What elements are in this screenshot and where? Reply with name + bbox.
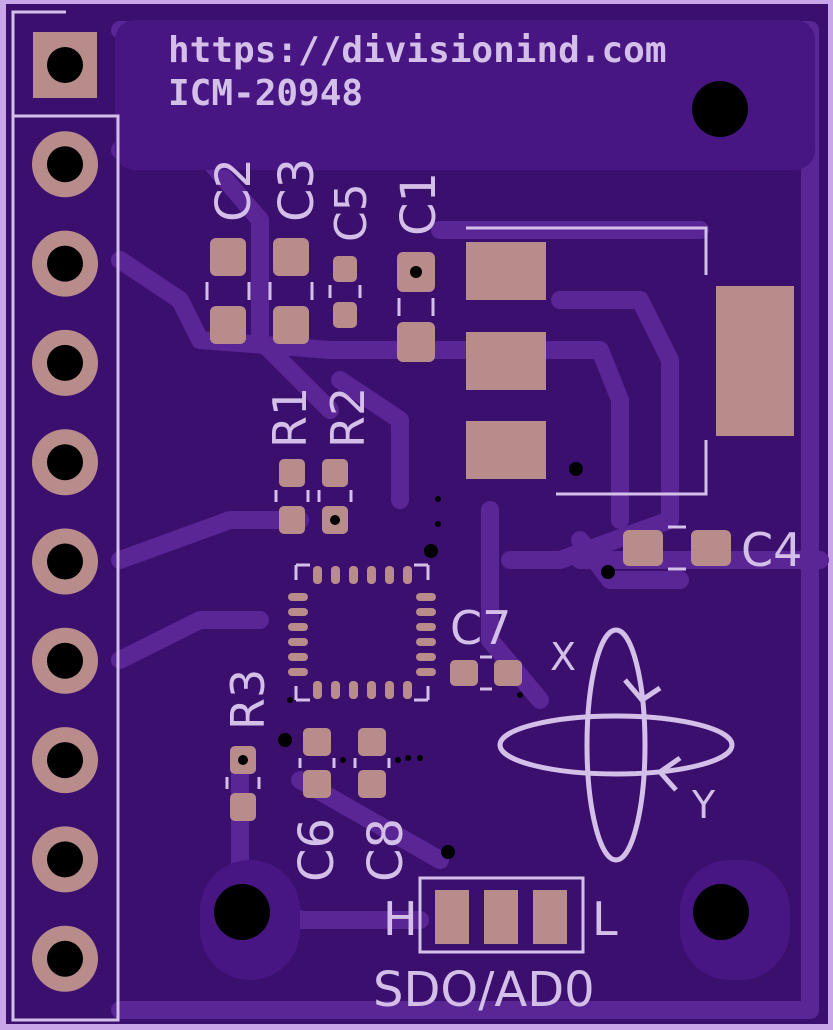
chip-pad: [288, 653, 308, 661]
imu-chip: [288, 563, 436, 702]
chip-pad: [416, 623, 436, 631]
url-text: https://divisionind.com: [168, 30, 667, 71]
x-rotation-arrow: [623, 678, 662, 704]
header-pins: [32, 32, 98, 992]
address-jumper: [418, 876, 585, 954]
label-r2: R2: [321, 387, 375, 448]
chip-pad: [403, 566, 412, 584]
header-pin-5-drill: [47, 444, 83, 481]
label-r1: R1: [263, 387, 317, 448]
vias: [278, 462, 615, 859]
label-c4: C4: [741, 523, 802, 577]
label-c1: C1: [391, 172, 447, 236]
chip-pad: [416, 608, 436, 616]
chip-pad: [313, 681, 322, 699]
jumper-label: SDO/AD0: [373, 962, 595, 1018]
mounting-hole-bottom-left: [214, 884, 270, 940]
capacitor-c7: C7: [450, 601, 522, 691]
axis-x-label: X: [550, 635, 576, 679]
mounting-holes: [214, 81, 749, 940]
chip-pad: [331, 681, 340, 699]
chip-pad: [313, 566, 322, 584]
chip-pad: [331, 566, 340, 584]
capacitor-c5: C5: [326, 183, 377, 328]
header-pin-4-drill: [47, 344, 83, 381]
resistor-r1: R1: [263, 387, 317, 534]
jumper-pad-high: [435, 890, 469, 944]
label-c6: C6: [289, 818, 345, 882]
chip-pad: [288, 668, 308, 676]
x-rotation-ellipse: [584, 627, 648, 863]
jumper-pad-center: [484, 890, 518, 944]
chip-pad: [385, 681, 394, 699]
header-pin-10-drill: [47, 940, 83, 977]
chip-pad: [288, 623, 308, 631]
chip-pad: [416, 653, 436, 661]
voltage-regulator: [466, 226, 794, 496]
axis-y-label: Y: [691, 783, 716, 827]
chip-pad: [385, 566, 394, 584]
header-pin-2-drill: [47, 146, 83, 183]
y-rotation-arrow: [656, 755, 682, 792]
axis-orientation-graphic: [497, 627, 735, 863]
label-r3: R3: [221, 669, 275, 730]
capacitor-c4: C4: [623, 523, 802, 577]
header-silkscreen: [11, 114, 120, 1022]
capacitor-c1: C1: [391, 172, 447, 362]
header-pin-8-drill: [47, 742, 83, 779]
label-c5: C5: [326, 183, 377, 242]
chip-pad: [416, 593, 436, 601]
capacitor-c6: C6: [289, 728, 345, 882]
label-c7: C7: [450, 601, 511, 655]
part-number-text: ICM-20948: [168, 73, 363, 114]
header-pin-6-drill: [47, 543, 83, 580]
y-rotation-ellipse: [497, 713, 735, 777]
label-c8: C8: [358, 818, 414, 882]
chip-pad: [416, 638, 436, 646]
chip-pad: [367, 681, 376, 699]
header-pin-7-drill: [47, 642, 83, 679]
chip-pad: [349, 566, 358, 584]
header-pin-1-drill: [47, 47, 83, 83]
mounting-hole-bottom-right: [693, 884, 749, 940]
label-c2: C2: [206, 158, 262, 222]
mounting-hole-top-right: [692, 81, 748, 137]
pin1-marker: [11, 10, 66, 120]
resistor-r2: R2: [317, 387, 375, 534]
jumper-high-label: H: [383, 892, 418, 946]
label-c3: C3: [269, 158, 325, 222]
chip-pad: [416, 668, 436, 676]
chip-pad: [367, 566, 376, 584]
capacitor-c3: C3: [268, 158, 325, 344]
chip-pad: [349, 681, 358, 699]
capacitor-c2: C2: [205, 158, 262, 344]
chip-pad: [288, 638, 308, 646]
header-pin-9-drill: [47, 841, 83, 878]
jumper-pad-low: [533, 890, 567, 944]
chip-pad: [288, 593, 308, 601]
chip-pad: [288, 608, 308, 616]
chip-pad: [403, 681, 412, 699]
jumper-low-label: L: [592, 892, 618, 946]
header-pin-3-drill: [47, 245, 83, 282]
resistor-r3: R3: [221, 669, 275, 821]
capacitor-c8: C8: [353, 728, 414, 882]
